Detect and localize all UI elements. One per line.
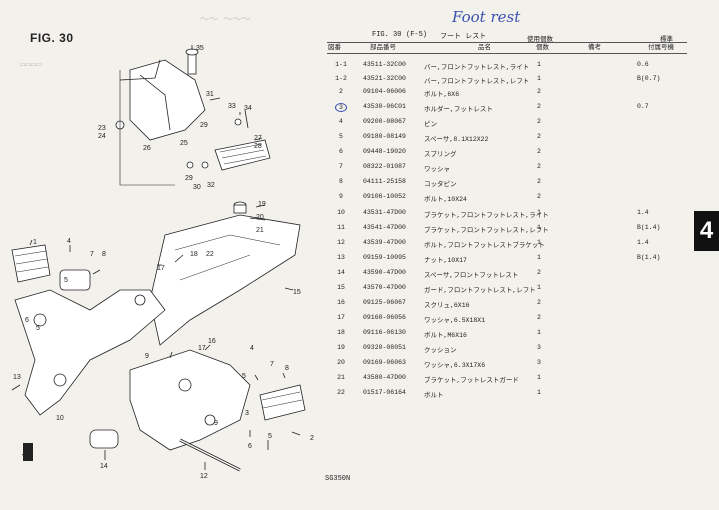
callout-28: 28 — [254, 143, 262, 150]
callout-7: 7 — [270, 361, 274, 368]
header-fig: FIG. 30 — [372, 31, 402, 39]
callout-15: 15 — [293, 289, 301, 296]
callout-18: 18 — [190, 251, 198, 258]
callout-10: 10 — [56, 415, 64, 422]
callout-30: 30 — [193, 184, 201, 191]
handwritten-note: Foot rest — [452, 8, 521, 26]
callout-29: 29 — [185, 175, 193, 182]
callout-2: 2 — [310, 435, 314, 442]
callout-9: 9 — [214, 420, 218, 427]
nut-icon — [23, 443, 33, 461]
callout-6: 6 — [248, 443, 252, 450]
callout-31: 31 — [206, 91, 214, 98]
col-header-name: 品名 — [478, 44, 491, 51]
callout-20: 20 — [256, 214, 264, 221]
section-tab: 4 — [694, 211, 719, 251]
callout-35: 35 — [196, 45, 204, 52]
callout-5: 5 — [268, 433, 272, 440]
callout-7: 7 — [90, 251, 94, 258]
callout-9: 9 — [145, 353, 149, 360]
callout-6: 6 — [25, 317, 29, 324]
callout-29: 29 — [200, 122, 208, 129]
table-top-rule — [327, 42, 687, 43]
model-footer: SG350N — [325, 475, 351, 483]
exploded-parts-diagram: 35 31 33 34 27 28 29 25 26 23 24 29 30 3… — [11, 45, 314, 480]
col-header-std: 標準 — [660, 36, 673, 43]
callout-3: 3 — [245, 410, 249, 417]
callout-23: 23 — [98, 125, 106, 132]
callout-14: 14 — [100, 463, 108, 470]
col-header-no: 図番 — [328, 44, 341, 51]
header-code: (F-5) — [406, 31, 428, 39]
bleed-through-text: ▭▭▭▭ — [20, 60, 42, 70]
callout-4: 4 — [67, 238, 71, 245]
callout-5: 5 — [64, 277, 68, 284]
callout-25: 25 — [180, 140, 188, 147]
callout-17: 17 — [157, 265, 165, 272]
callout-34: 34 — [244, 105, 252, 112]
header-title: フート レスト — [440, 33, 487, 41]
callout-27: 27 — [254, 135, 262, 142]
callout-8: 8 — [285, 365, 289, 372]
bleed-through-text: 〜〜 〜〜〜 — [200, 15, 251, 25]
callout-22: 22 — [206, 251, 214, 258]
callout-16: 16 — [208, 338, 216, 345]
callout-12: 12 — [200, 473, 208, 480]
callout-21: 21 — [256, 227, 264, 234]
callout-13: 13 — [13, 374, 21, 381]
callout-24: 24 — [98, 133, 106, 140]
col-header-part: 部品番号 — [370, 44, 396, 51]
figure-label: FIG. 30 — [30, 31, 74, 45]
col-header-remarks: 備考 — [588, 44, 601, 51]
table-header-rule — [327, 53, 687, 54]
callout-32: 32 — [207, 182, 215, 189]
callout-1: 1 — [33, 239, 37, 246]
callout-4: 4 — [250, 345, 254, 352]
col-header-qty: 個数 — [536, 44, 549, 51]
callout-5: 5 — [242, 373, 246, 380]
callout-17: 17 — [198, 345, 206, 352]
callout-19: 19 — [258, 201, 266, 208]
callout-5: 5 — [36, 325, 40, 332]
col-header-serial: 使用個数 — [527, 36, 553, 43]
callout-26: 26 — [143, 145, 151, 152]
col-header-std-sub: 付属号機 — [648, 44, 674, 51]
callout-8: 8 — [102, 251, 106, 258]
callout-33: 33 — [228, 103, 236, 110]
